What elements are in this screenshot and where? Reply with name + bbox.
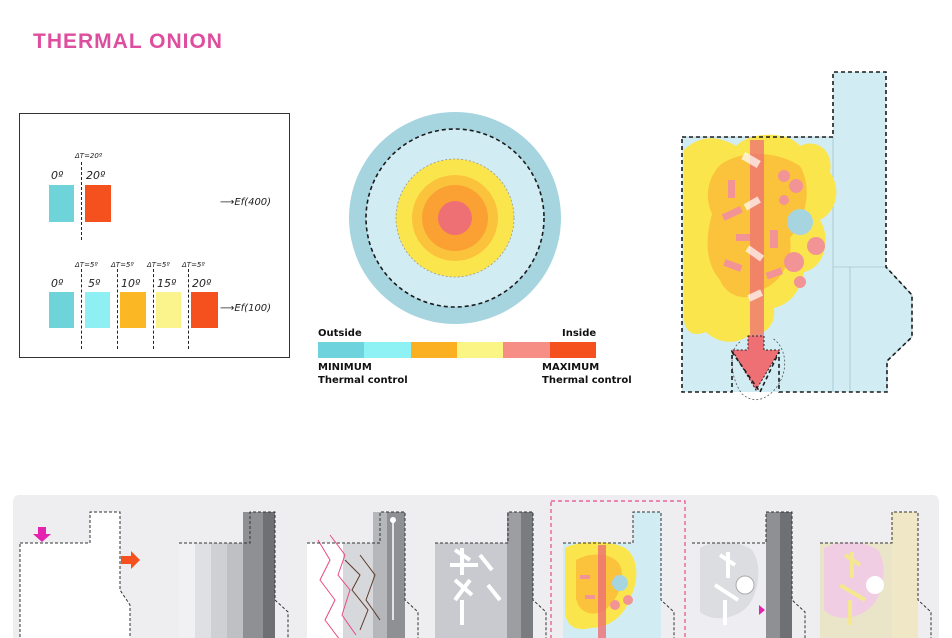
step-3-airflow [307, 511, 419, 638]
temp-label: 10º [121, 277, 141, 290]
ef-label: ⟶Ef(100) [220, 303, 271, 314]
scale-segment [410, 342, 457, 358]
boundary-dashed-circle [365, 128, 545, 308]
arrow-icon: ⟶ [220, 303, 235, 314]
step-1-site [19, 511, 140, 638]
step-4-elements [435, 511, 547, 638]
scale-max-sub: Thermal control [542, 375, 632, 386]
scale-segment [364, 342, 411, 358]
swatch-0 [49, 185, 74, 222]
thermal-scale-bar [318, 342, 596, 358]
swatch-0 [49, 292, 74, 328]
core [438, 201, 472, 235]
divider-line [153, 269, 154, 349]
ef-value: Ef(400) [234, 197, 272, 208]
swatch-20 [191, 292, 218, 328]
divider-line [81, 162, 82, 240]
ef-label: ⟶Ef(400) [220, 197, 271, 208]
building-outline [681, 71, 913, 394]
page-title: THERMAL ONION [33, 30, 223, 53]
delta-t-label: ΔT=5º [75, 261, 98, 269]
scale-segment [549, 342, 596, 358]
delta-t-label: ΔT=5º [147, 261, 170, 269]
delta-t-label: ΔT=5º [111, 261, 134, 269]
temp-label: 20º [86, 169, 106, 182]
divider-line [117, 269, 118, 349]
scale-min-sub: Thermal control [318, 375, 408, 386]
temp-label: 0º [51, 169, 64, 182]
ef-value: Ef(100) [234, 303, 272, 314]
temp-label: 5º [88, 277, 101, 290]
temp-label: 0º [51, 277, 64, 290]
selected-step-frame [550, 500, 686, 638]
swatch-5 [85, 292, 110, 328]
swatch-15 [156, 292, 181, 328]
scale-segment [456, 342, 504, 358]
scale-segment [503, 342, 550, 358]
arrow-icon: ⟶ [220, 197, 235, 208]
outlet-arrow [731, 335, 781, 391]
step-6-layout [692, 511, 806, 638]
temp-label: 20º [192, 277, 212, 290]
divider-line [188, 269, 189, 349]
temperature-legend: ΔT=20º 0º 20º ⟶Ef(400) ΔT=5º ΔT=5º ΔT=5º… [19, 113, 290, 358]
delta-t-label: ΔT=5º [182, 261, 205, 269]
scale-min-label: MINIMUM [318, 362, 372, 373]
scale-inside-label: Inside [562, 328, 597, 339]
temp-label: 15º [157, 277, 177, 290]
scale-segment [318, 342, 365, 358]
scale-max-label: MAXIMUM [542, 362, 600, 373]
scale-outside-label: Outside [318, 328, 362, 339]
step-5-thermal-onion [550, 500, 686, 638]
delta-t-label: ΔT=20º [75, 152, 103, 160]
divider-line [81, 269, 82, 349]
arrow-right-icon [121, 551, 140, 569]
swatch-20 [85, 185, 111, 222]
arrow-down-icon [33, 527, 51, 542]
swatch-10 [120, 292, 146, 328]
tower-block [833, 72, 886, 267]
step-2-gradient [179, 511, 289, 638]
circle-element [787, 209, 813, 235]
core-spine [750, 140, 764, 338]
step-7-final [820, 511, 932, 638]
